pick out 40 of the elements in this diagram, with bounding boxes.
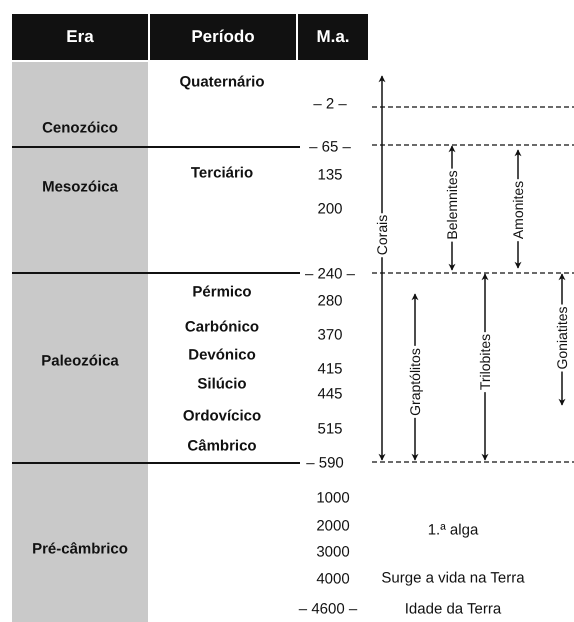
- column-header: Era: [12, 14, 148, 60]
- fossil-range-label: Goniatites: [555, 304, 569, 372]
- age-value: – 240 –: [304, 266, 356, 282]
- period-name: Pérmico: [192, 284, 252, 300]
- event-note: 1.ª alga: [428, 522, 478, 538]
- age-value: 515: [317, 422, 343, 436]
- age-value: 280: [317, 294, 343, 308]
- age-value: 135: [317, 168, 343, 182]
- fossil-range-label: Amonites: [511, 178, 525, 242]
- fossil-range-label: Corais: [375, 212, 389, 258]
- age-value: – 590: [306, 456, 344, 470]
- era-name: Mesozóica: [42, 180, 118, 194]
- fossil-range-label: Belemnites: [445, 168, 459, 242]
- age-value: 3000: [316, 544, 350, 560]
- age-value: – 65 –: [309, 140, 351, 154]
- period-name: Silúcio: [197, 376, 247, 392]
- age-value: 2000: [316, 518, 350, 534]
- event-note: Surge a vida na Terra: [381, 570, 525, 586]
- age-value: 1000: [316, 490, 350, 506]
- age-value: – 4600 –: [298, 602, 358, 616]
- period-name: Câmbrico: [187, 438, 257, 454]
- fossil-range-label: Trilobites: [478, 332, 492, 392]
- age-value: 200: [317, 202, 343, 216]
- column-header: Período: [150, 14, 296, 60]
- period-name: Terciário: [190, 166, 254, 180]
- event-note: Idade da Terra: [404, 602, 502, 616]
- era-name: Cenozóico: [42, 120, 118, 136]
- period-name: Carbónico: [184, 320, 260, 334]
- age-value: 445: [317, 386, 343, 402]
- age-value: 370: [317, 328, 343, 342]
- period-name: Ordovícico: [182, 408, 262, 424]
- fossil-range-label: Graptólitos: [408, 346, 422, 418]
- column-header: M.a.: [298, 14, 368, 60]
- age-value: – 2 –: [313, 96, 347, 112]
- age-value: 4000: [316, 572, 350, 586]
- era-name: Paleozóica: [41, 354, 119, 368]
- age-value: 415: [317, 362, 343, 376]
- period-name: Quaternário: [179, 74, 265, 90]
- era-name: Pré-câmbrico: [32, 542, 128, 556]
- period-name: Devónico: [188, 348, 256, 362]
